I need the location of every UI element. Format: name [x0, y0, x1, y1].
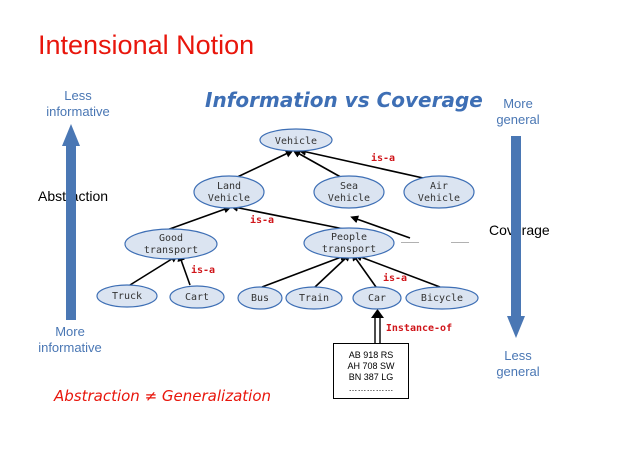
- left-bottom-label-line2: informative: [38, 340, 102, 355]
- edge-bus-people: [261, 253, 348, 288]
- slide-title: Intensional Notion: [38, 30, 255, 60]
- label-dots-2: ___: [451, 232, 470, 243]
- edge-people-land: [230, 203, 350, 231]
- right-bottom-label: Less general: [478, 348, 558, 380]
- node-car: [352, 286, 402, 310]
- plate-3: BN 387 LG: [348, 372, 394, 382]
- right-top-label-line2: general: [496, 112, 540, 127]
- label-isa-land: is-a: [250, 214, 274, 226]
- label-people-1: People: [331, 232, 367, 243]
- license-plate-box: AB 918 RS AH 708 SW BN 387 LG ……………: [333, 343, 409, 399]
- label-instance-of: Instance-of: [386, 323, 452, 334]
- node-vehicle: [259, 128, 333, 152]
- up-arrow-icon: [62, 124, 80, 320]
- label-train: Train: [299, 293, 329, 304]
- label-truck: Truck: [112, 291, 142, 302]
- label-bicycle: Bicycle: [421, 293, 463, 304]
- label-isa-top: is-a: [371, 152, 395, 164]
- down-arrow-icon: [507, 136, 525, 338]
- edge-car-people: [351, 252, 377, 288]
- node-sea-vehicle: [313, 175, 385, 209]
- left-top-label-line1: Less: [64, 88, 92, 103]
- label-sea-2: Vehicle: [328, 193, 370, 204]
- left-bottom-label: More informative: [30, 324, 110, 356]
- label-vehicle: Vehicle: [275, 136, 317, 147]
- edge-good-land: [163, 205, 232, 232]
- right-bottom-label-line2: general: [496, 364, 540, 379]
- label-land-1: Land: [217, 181, 241, 192]
- node-people-transport: [303, 227, 395, 259]
- edge-sea-vehicle: [292, 150, 347, 181]
- node-truck: [96, 284, 158, 308]
- label-good-2: transport: [144, 245, 198, 256]
- node-land-vehicle: [193, 175, 265, 209]
- abstraction-not-generalization: Abstraction ≠ Generalization: [54, 387, 272, 405]
- node-cart: [169, 285, 225, 309]
- label-isa-good: is-a: [191, 264, 215, 276]
- edge-air-vehicle: [298, 147, 433, 181]
- label-bus: Bus: [251, 293, 269, 304]
- edge-train-people: [314, 253, 351, 288]
- label-isa-people: is-a: [383, 272, 407, 284]
- edge-bicycle-people: [354, 253, 441, 288]
- plate-1: AB 918 RS: [348, 350, 394, 360]
- plate-2: AH 708 SW: [347, 361, 395, 371]
- instance-of-arrow: [371, 309, 384, 343]
- right-top-label-line1: More: [503, 96, 533, 111]
- edge-truck-good: [129, 254, 179, 286]
- node-bus: [237, 286, 283, 310]
- label-people-2: transport: [322, 244, 376, 255]
- edge-sea-people: [350, 215, 411, 239]
- label-cart: Cart: [185, 292, 209, 303]
- right-bottom-label-line1: Less: [504, 348, 532, 363]
- label-land-2: Vehicle: [208, 193, 250, 204]
- label-air-1: Air: [430, 181, 448, 192]
- label-air-2: Vehicle: [418, 193, 460, 204]
- left-bottom-label-line1: More: [55, 324, 85, 339]
- node-train: [285, 286, 343, 310]
- node-bicycle: [405, 286, 479, 310]
- label-sea-1: Sea: [340, 181, 358, 192]
- label-dots-1: ___: [401, 232, 420, 243]
- label-car: Car: [368, 293, 386, 304]
- node-air-vehicle: [403, 175, 475, 209]
- plate-ellipsis: ……………: [348, 383, 394, 393]
- node-good-transport: [124, 228, 218, 260]
- right-top-label: More general: [478, 96, 558, 128]
- edge-cart-good: [177, 253, 191, 286]
- edge-land-vehicle: [230, 150, 294, 181]
- label-good-1: Good: [159, 233, 183, 244]
- left-top-label-line2: informative: [46, 104, 110, 119]
- left-top-label: Less informative: [38, 88, 118, 120]
- diagram-subtitle: Information vs Coverage: [205, 88, 483, 112]
